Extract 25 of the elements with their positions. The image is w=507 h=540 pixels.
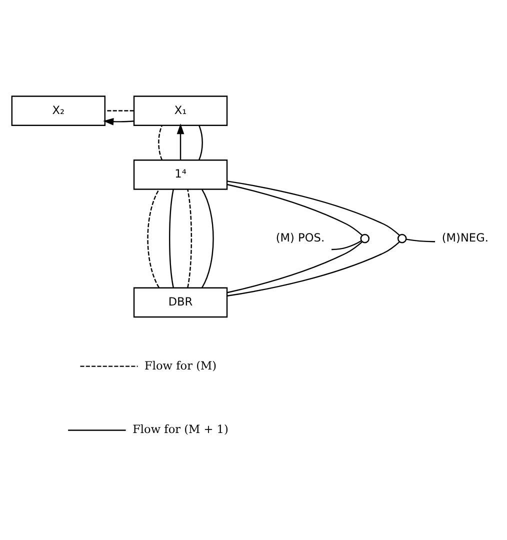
legend-label: Flow for (M + 1): [132, 422, 228, 436]
node-box: 1⁴: [133, 159, 228, 190]
connector: [227, 180, 400, 236]
connector: [227, 240, 400, 296]
node-circle: [360, 233, 370, 243]
node-box: X₂: [11, 95, 106, 126]
node-circle: [397, 233, 407, 243]
connector: [227, 240, 363, 293]
connector: [187, 188, 192, 288]
connector: [406, 238, 436, 242]
arrow: [103, 117, 134, 125]
arrow: [176, 123, 184, 160]
connector: [169, 188, 174, 288]
connector: [158, 124, 163, 160]
connector: [332, 240, 362, 250]
node-text: (M) POS.: [276, 230, 325, 244]
connector: [227, 183, 363, 236]
connector: [147, 188, 160, 288]
node-text: (M)NEG.: [442, 230, 488, 244]
node-box: X₁: [133, 95, 228, 126]
legend-label: Flow for (M): [144, 358, 217, 372]
connector: [104, 110, 134, 111]
connector: [198, 124, 203, 160]
connector: [202, 188, 214, 288]
node-box: DBR: [133, 286, 228, 318]
